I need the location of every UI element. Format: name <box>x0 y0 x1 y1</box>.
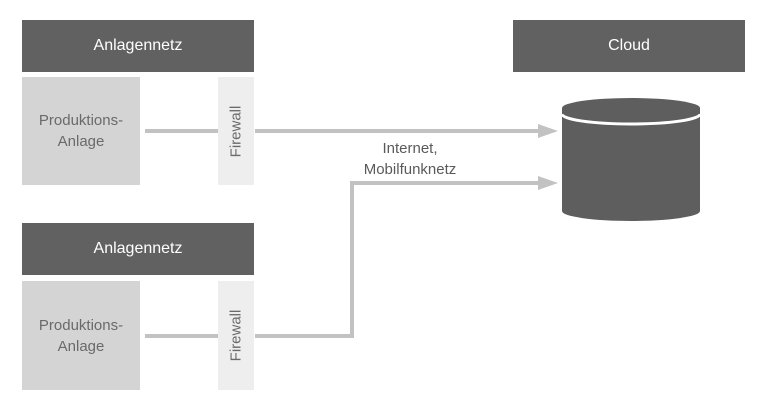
connection-label-line2: Mobilfunknetz <box>363 161 457 178</box>
bottom-firewall-label: Firewall <box>227 309 245 362</box>
cloud-header: Cloud <box>513 20 745 72</box>
cloud-database-icon <box>560 98 702 221</box>
bottom-plant-label-line1: Produktions- <box>38 316 124 334</box>
top-plant-label-line1: Produktions- <box>38 112 124 129</box>
arrowhead-bottom <box>538 176 558 190</box>
connector-bottom-firewall-cloud <box>255 181 540 338</box>
cloud-title: Cloud <box>608 37 650 54</box>
arrowhead-top <box>538 124 558 138</box>
bottom-production-plant: Produktions- Anlage <box>22 281 140 390</box>
connection-label: Internet, Mobilfunknetz <box>330 138 490 180</box>
bottom-network-header: Anlagennetz <box>22 223 254 275</box>
bottom-plant-label-line2: Anlage <box>57 337 105 355</box>
bottom-firewall: Firewall <box>218 281 254 390</box>
top-firewall-label: Firewall <box>227 105 245 157</box>
top-network-title: Anlagennetz <box>93 37 183 54</box>
top-firewall: Firewall <box>218 77 254 185</box>
top-production-plant: Produktions- Anlage <box>22 77 140 185</box>
bottom-network-title: Anlagennetz <box>93 240 183 257</box>
top-network-header: Anlagennetz <box>22 20 254 72</box>
top-plant-label-line2: Anlage <box>57 133 105 150</box>
connection-label-line1: Internet, <box>382 140 438 157</box>
